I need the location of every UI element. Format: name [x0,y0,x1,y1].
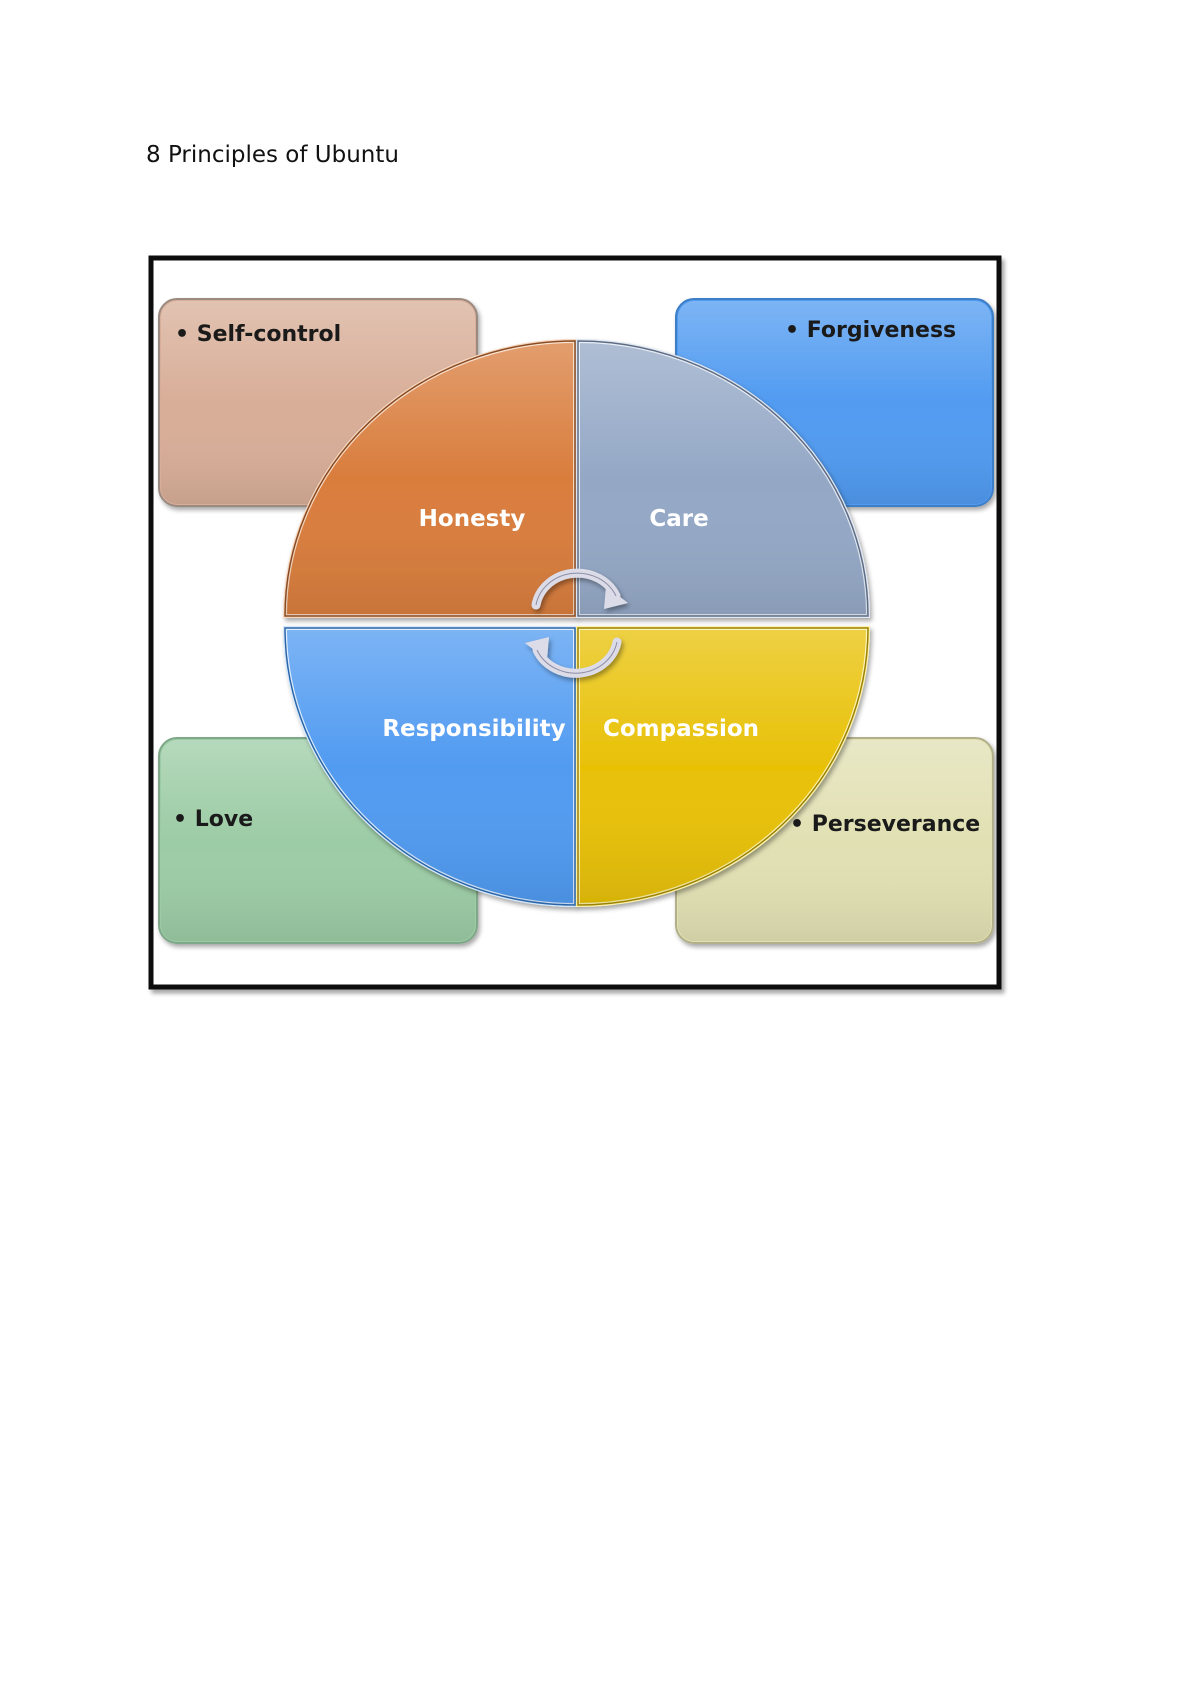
quadrant-label-responsibility: Responsibility [382,716,565,742]
quadrant-label-honesty: Honesty [419,506,526,532]
corner-label-self-control: • Self-control [175,322,341,347]
quadrant-honesty [282,338,577,618]
quadrant-label-compassion: Compassion [603,716,759,742]
page-title: 8 Principles of Ubuntu [146,142,399,168]
quadrant-label-care: Care [649,506,708,532]
quadrant-care [576,338,871,618]
quadrant-responsibility [282,626,577,908]
quadrant-compassion [576,626,871,908]
corner-label-perseverance: • Perseverance [790,812,980,837]
corner-label-forgiveness: • Forgiveness [785,318,956,343]
corner-label-love: • Love [173,807,253,832]
cycle-arrows-icon [525,568,628,678]
